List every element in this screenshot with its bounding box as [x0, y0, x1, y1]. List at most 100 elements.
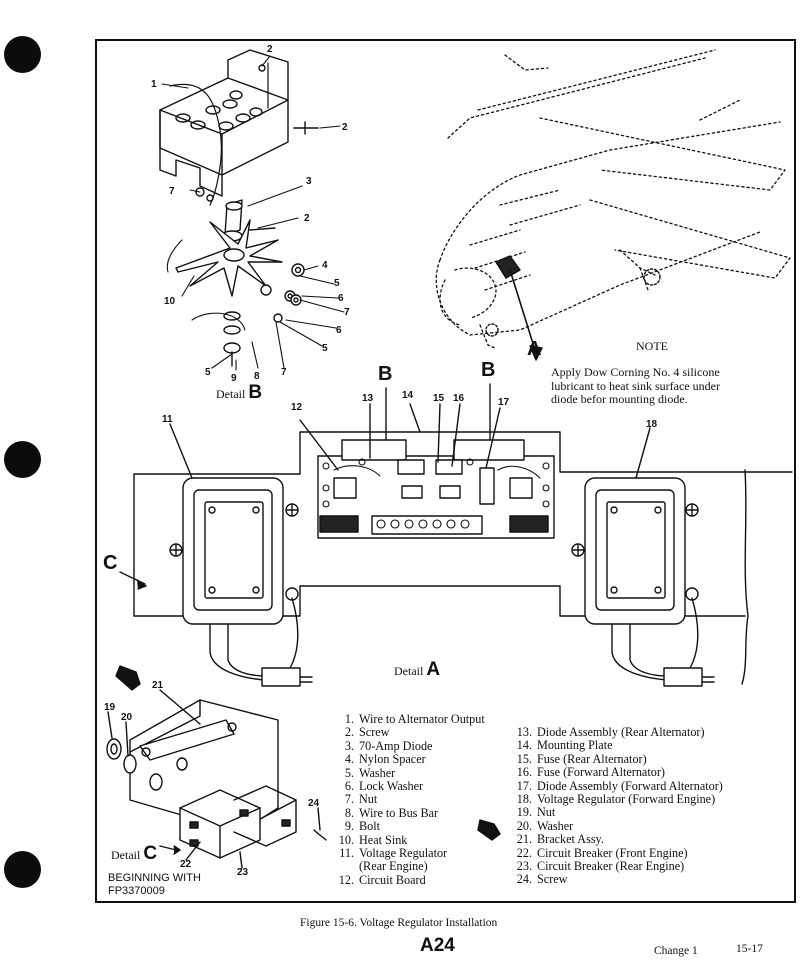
- callout-22: 22: [180, 859, 192, 870]
- figure-frame: [95, 39, 796, 903]
- legend-item: 8.Wire to Bus Bar: [331, 805, 485, 820]
- legend-item: 18. Voltage Regulator (Forward Engine): [509, 792, 723, 807]
- legend-item: 7.Nut: [331, 792, 485, 807]
- binder-hole-top: [4, 36, 41, 73]
- regulator-location-marker: [495, 255, 521, 279]
- legend-item-text: Voltage Regulator (Forward Engine): [537, 792, 716, 807]
- legend-item-number: 24.: [516, 872, 532, 887]
- legend-item-text: Mounting Plate: [537, 738, 613, 753]
- legend-item-text: Circuit Breaker (Front Engine): [537, 845, 688, 860]
- figure-caption: Figure 15-6. Voltage Regulator Installat…: [300, 917, 498, 929]
- callout-12: 12: [291, 402, 303, 413]
- callout-a-airframe: A: [527, 338, 542, 360]
- legend-item-text: Nylon Spacer: [359, 752, 426, 767]
- legend-item-text: Nut: [359, 792, 378, 807]
- change-number: Change 1: [654, 945, 698, 957]
- legend-item-text: Lock Washer: [359, 779, 424, 794]
- detail-c-label: Detail C: [111, 843, 157, 865]
- legend-item: 22. Circuit Breaker (Front Engine): [509, 845, 723, 860]
- legend-item-number: 3.: [344, 738, 354, 753]
- callout-5-a: 5: [334, 278, 340, 289]
- section-b-markers: [385, 383, 491, 441]
- note-line: lubricant to heat sink surface under: [551, 378, 720, 393]
- legend-item: 13.Diode Assembly (Rear Alternator): [509, 725, 723, 739]
- callout-2-top: 2: [267, 44, 273, 55]
- legend-item-number: 9.: [344, 819, 354, 834]
- legend-item-number: 19.: [516, 805, 532, 820]
- note-line: Apply Dow Corning No. 4 silicone: [551, 365, 720, 379]
- legend-item-number: 15.: [516, 751, 532, 766]
- legend-item-number: 10.: [338, 832, 354, 847]
- callout-15: 15: [433, 393, 445, 404]
- legend-item-text: Fuse (Forward Alternator): [537, 765, 665, 780]
- legend-item: 23.Circuit Breaker (Rear Engine): [509, 859, 723, 873]
- callout-20: 20: [121, 712, 133, 723]
- legend-item-number: 22.: [516, 845, 532, 860]
- legend-item: 21.Bracket Assy.: [509, 832, 723, 847]
- note-line: diode befor mounting diode.: [551, 392, 688, 406]
- callout-c-plate: C: [103, 552, 118, 574]
- callout-9: 9: [231, 373, 237, 384]
- callout-7-a: 7: [169, 186, 175, 197]
- callout-17: 17: [498, 397, 510, 408]
- legend-item: 9. Bolt: [331, 819, 485, 834]
- legend-item-number: 6.: [344, 779, 354, 794]
- callout-23: 23: [237, 867, 249, 878]
- callout-24: 24: [308, 798, 320, 809]
- callout-b-left: B: [378, 363, 393, 385]
- legend-item: 24. Screw: [509, 872, 723, 887]
- legend-item-number: 4.: [344, 752, 354, 767]
- callout-11: 11: [162, 414, 173, 425]
- legend-item-number: 20.: [516, 818, 532, 833]
- legend-item: 17.Diode Assembly (Forward Alternator): [509, 778, 723, 793]
- legend-item-text: Nut: [537, 805, 556, 820]
- legend-item-text: Bolt: [359, 819, 380, 834]
- legend-item: 6. Lock Washer: [331, 779, 485, 794]
- aircraft-illustration: [435, 49, 791, 349]
- detail-c-drawing: [106, 665, 501, 869]
- detail-b-drawing: [159, 49, 319, 367]
- binder-hole-middle: [4, 441, 41, 478]
- note-title: NOTE: [636, 339, 668, 353]
- callout-2-mid: 2: [304, 213, 310, 224]
- legend-item-text: Bracket Assy.: [537, 832, 604, 847]
- legend-item-number: 16.: [516, 765, 532, 780]
- legend-item: 5.Washer: [331, 765, 485, 780]
- callout-5-b: 5: [322, 343, 328, 354]
- callout-13: 13: [362, 393, 374, 404]
- legend-item-text: Wire to Bus Bar: [359, 805, 439, 820]
- effectivity-line-1: BEGINNING WITH: [108, 872, 201, 884]
- legend-item-text: Circuit Board: [359, 872, 426, 887]
- callout-8: 8: [254, 371, 260, 382]
- legend-item-text: 70-Amp Diode: [359, 738, 433, 753]
- callout-10: 10: [164, 296, 176, 307]
- detail-a-leader: [509, 269, 536, 351]
- detail-c-prefix: Detail: [111, 848, 141, 862]
- legend-item-number: 11.: [339, 846, 354, 861]
- callout-19: 19: [104, 702, 116, 713]
- legend-item-number: 13.: [516, 725, 532, 739]
- legend-item: 1.Wire to Alternator Output: [331, 712, 485, 726]
- legend-item: 19. Nut: [509, 805, 723, 820]
- legend-item-number: 5.: [344, 765, 354, 780]
- callout-6-b: 6: [336, 325, 342, 336]
- legend-item-text: Screw: [537, 872, 568, 887]
- callout-6-a: 6: [338, 293, 344, 304]
- callout-4: 4: [322, 260, 328, 271]
- legend-item: 10.Heat Sink: [331, 832, 485, 847]
- callout-b-right: B: [481, 359, 496, 381]
- binder-hole-bottom: [4, 851, 41, 888]
- effectivity-note: BEGINNING WITH FP3370009: [108, 872, 201, 898]
- legend-item-number: 2.: [344, 725, 354, 740]
- callout-14: 14: [402, 390, 414, 401]
- effectivity-line-2: FP3370009: [108, 885, 165, 897]
- legend-item: 15.Fuse (Rear Alternator): [509, 751, 723, 766]
- legend-item: 3. 70-Amp Diode: [331, 738, 485, 753]
- legend-item-number: 17.: [516, 778, 532, 793]
- legend-item-number: 18.: [516, 792, 532, 807]
- detail-b-label: Detail B: [216, 382, 262, 404]
- callout-1: 1: [151, 79, 157, 90]
- callout-7-c: 7: [281, 367, 287, 378]
- detail-b-leaders: [161, 55, 345, 371]
